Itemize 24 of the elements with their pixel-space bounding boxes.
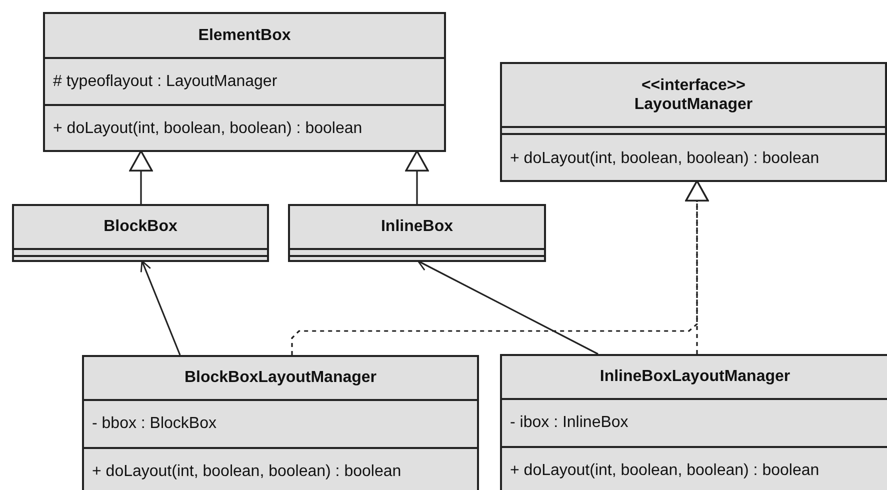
operation-text: + doLayout(int, boolean, boolean) : boolean [510,149,820,169]
class-name: InlineBox [380,217,453,237]
attribute-text: # typeoflayout : LayoutManager [53,72,278,92]
class-box [288,204,546,262]
class-name: BlockBoxLayoutManager [184,368,377,388]
attribute-text: - bbox : BlockBox [92,414,216,434]
operation-text: + doLayout(int, boolean, boolean) : boolean [92,462,402,482]
class-box [500,62,887,182]
association-arrow [417,260,598,355]
association-arrow [140,260,181,356]
inheritance-arrow [405,150,429,204]
attribute-text: - ibox : InlineBox [510,413,628,433]
class-box [12,204,269,262]
realization-arrow [685,180,709,354]
class-name: ElementBox [198,26,291,46]
class-box [500,354,887,490]
class-name: BlockBox [104,217,178,237]
class-box [43,12,446,152]
operation-text: + doLayout(int, boolean, boolean) : boolean [510,461,820,481]
class-name: InlineBoxLayoutManager [600,367,790,387]
class-name: <<interface>> LayoutManager [633,76,754,114]
class-box [82,355,479,490]
inheritance-arrow [129,150,153,204]
operation-text: + doLayout(int, boolean, boolean) : boolean [53,119,362,139]
